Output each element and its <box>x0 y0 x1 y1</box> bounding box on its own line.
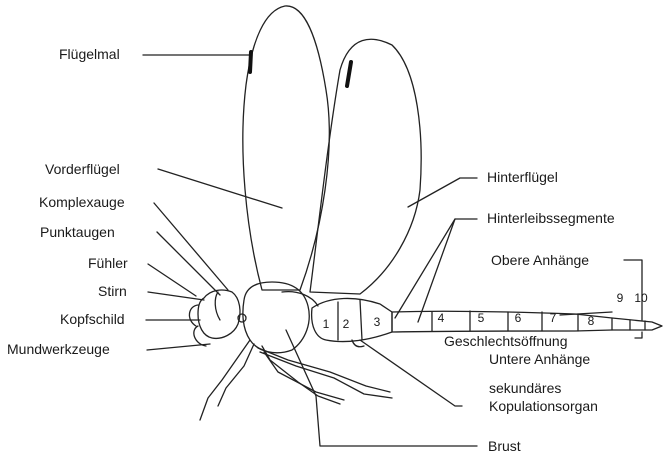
hindwing <box>310 39 421 294</box>
segment-number-1: 1 <box>323 317 330 331</box>
label-hinterfluegel: Hinterflügel <box>487 170 558 184</box>
segment-number-8: 8 <box>588 314 595 328</box>
head <box>198 290 240 338</box>
label-geschlechtsoeffnung: Geschlechtsöffnung <box>444 334 568 348</box>
label-fluegelmal: Flügelmal <box>59 47 120 61</box>
label-punktaugen: Punktaugen <box>40 225 115 239</box>
segment-number-3: 3 <box>374 315 381 329</box>
label-sekundaeres: sekundäres <box>489 381 561 395</box>
segment-number-7: 7 <box>550 311 557 325</box>
label-untere-anhaenge: Untere Anhänge <box>489 352 590 366</box>
label-obere-anhaenge: Obere Anhänge <box>491 253 589 267</box>
label-komplexauge: Komplexauge <box>39 195 125 209</box>
label-mundwerkzeuge: Mundwerkzeuge <box>7 342 110 356</box>
segment-number-6: 6 <box>515 311 522 325</box>
segment-number-2: 2 <box>343 317 350 331</box>
label-kopfschild: Kopfschild <box>60 312 125 326</box>
label-stirn: Stirn <box>98 284 127 298</box>
forewing <box>243 6 329 290</box>
label-vorderfluegel: Vorderflügel <box>45 162 120 176</box>
label-kopulationsorgan: Kopulationsorgan <box>489 399 598 413</box>
segment-number-9: 9 <box>617 291 624 305</box>
label-fuehler: Fühler <box>88 256 128 270</box>
label-brust: Brust <box>488 439 521 453</box>
segment-number-4: 4 <box>438 311 445 325</box>
segment-number-10: 10 <box>634 291 648 305</box>
segment-number-5: 5 <box>478 311 485 325</box>
label-hinterleibssegmente: Hinterleibssegmente <box>487 211 615 225</box>
